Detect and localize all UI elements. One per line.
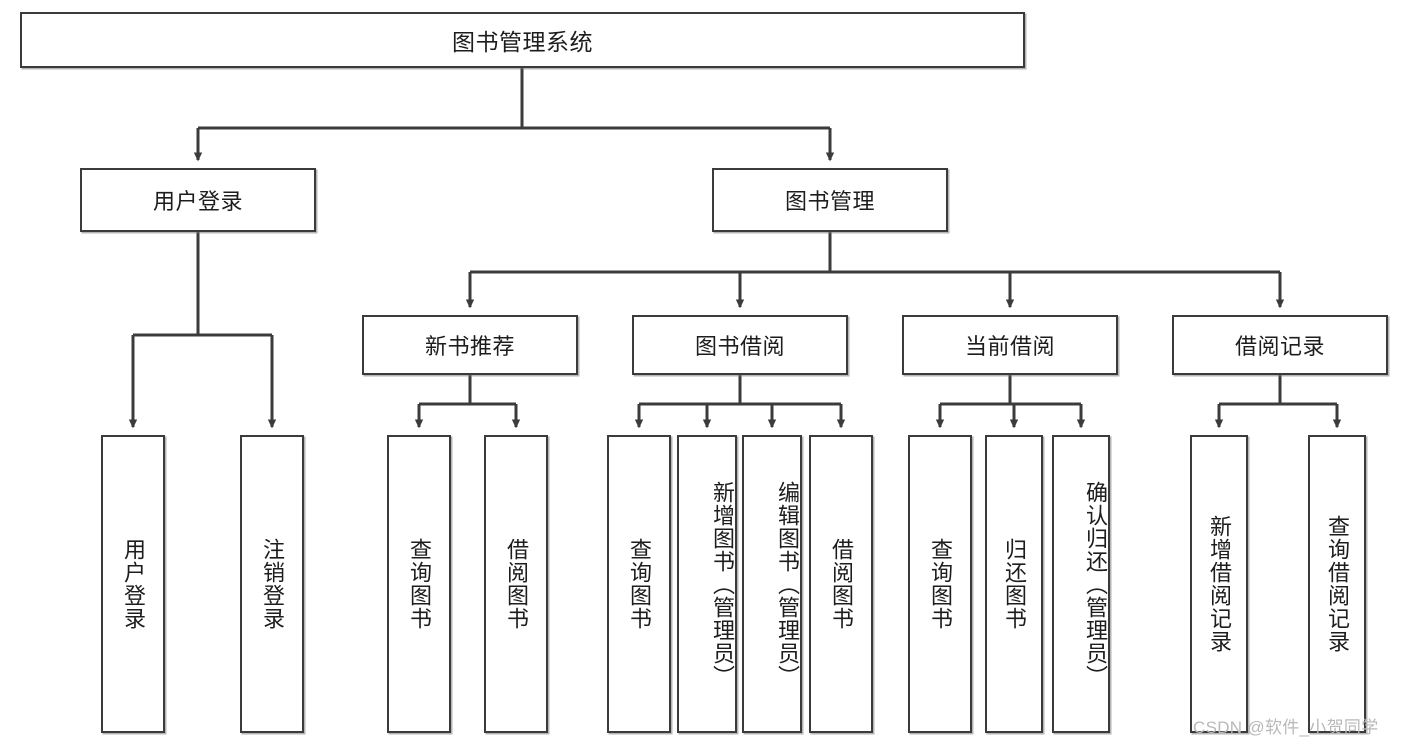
leaf-query-book-recommend[interactable]: 查询图书 [387, 435, 451, 733]
node-current-borrow[interactable]: 当前借阅 [902, 315, 1118, 375]
node-root-system[interactable]: 图书管理系统 [20, 12, 1025, 68]
connectors-book-borrow-to-leaves [634, 375, 846, 429]
leaf-query-book-borrow[interactable]: 查询图书 [607, 435, 671, 733]
leaf-query-borrow-record[interactable]: 查询借阅记录 [1308, 435, 1366, 733]
connectors-root-to-level2 [193, 68, 835, 162]
connectors-book-manage-to-level3 [465, 232, 1285, 309]
node-new-book-recommend[interactable]: 新书推荐 [362, 315, 578, 375]
leaf-add-book-admin[interactable]: 新增图书（管理员） [677, 435, 737, 733]
connectors-new-book-rec-to-leaves [414, 375, 521, 429]
node-book-manage[interactable]: 图书管理 [712, 168, 948, 232]
connectors-user-login-to-leaves [128, 232, 277, 429]
leaf-query-book-current[interactable]: 查询图书 [908, 435, 972, 733]
connectors-borrow-record-to-leaves [1214, 375, 1342, 429]
node-borrow-record[interactable]: 借阅记录 [1172, 315, 1388, 375]
node-book-borrow[interactable]: 图书借阅 [632, 315, 848, 375]
leaf-edit-book-admin[interactable]: 编辑图书（管理员） [742, 435, 802, 733]
csdn-watermark: CSDN @软件_小贺同学 [1193, 718, 1379, 737]
leaf-confirm-return-admin[interactable]: 确认归还（管理员） [1052, 435, 1110, 733]
leaf-borrow-book-borrow[interactable]: 借阅图书 [809, 435, 873, 733]
leaf-borrow-book-recommend[interactable]: 借阅图书 [484, 435, 548, 733]
leaf-user-logout[interactable]: 注销登录 [240, 435, 304, 733]
leaf-user-login[interactable]: 用户登录 [101, 435, 165, 733]
leaf-add-borrow-record[interactable]: 新增借阅记录 [1190, 435, 1248, 733]
node-user-login[interactable]: 用户登录 [80, 168, 316, 232]
leaf-return-book[interactable]: 归还图书 [985, 435, 1043, 733]
connectors-current-borrow-to-leaves [935, 375, 1086, 429]
